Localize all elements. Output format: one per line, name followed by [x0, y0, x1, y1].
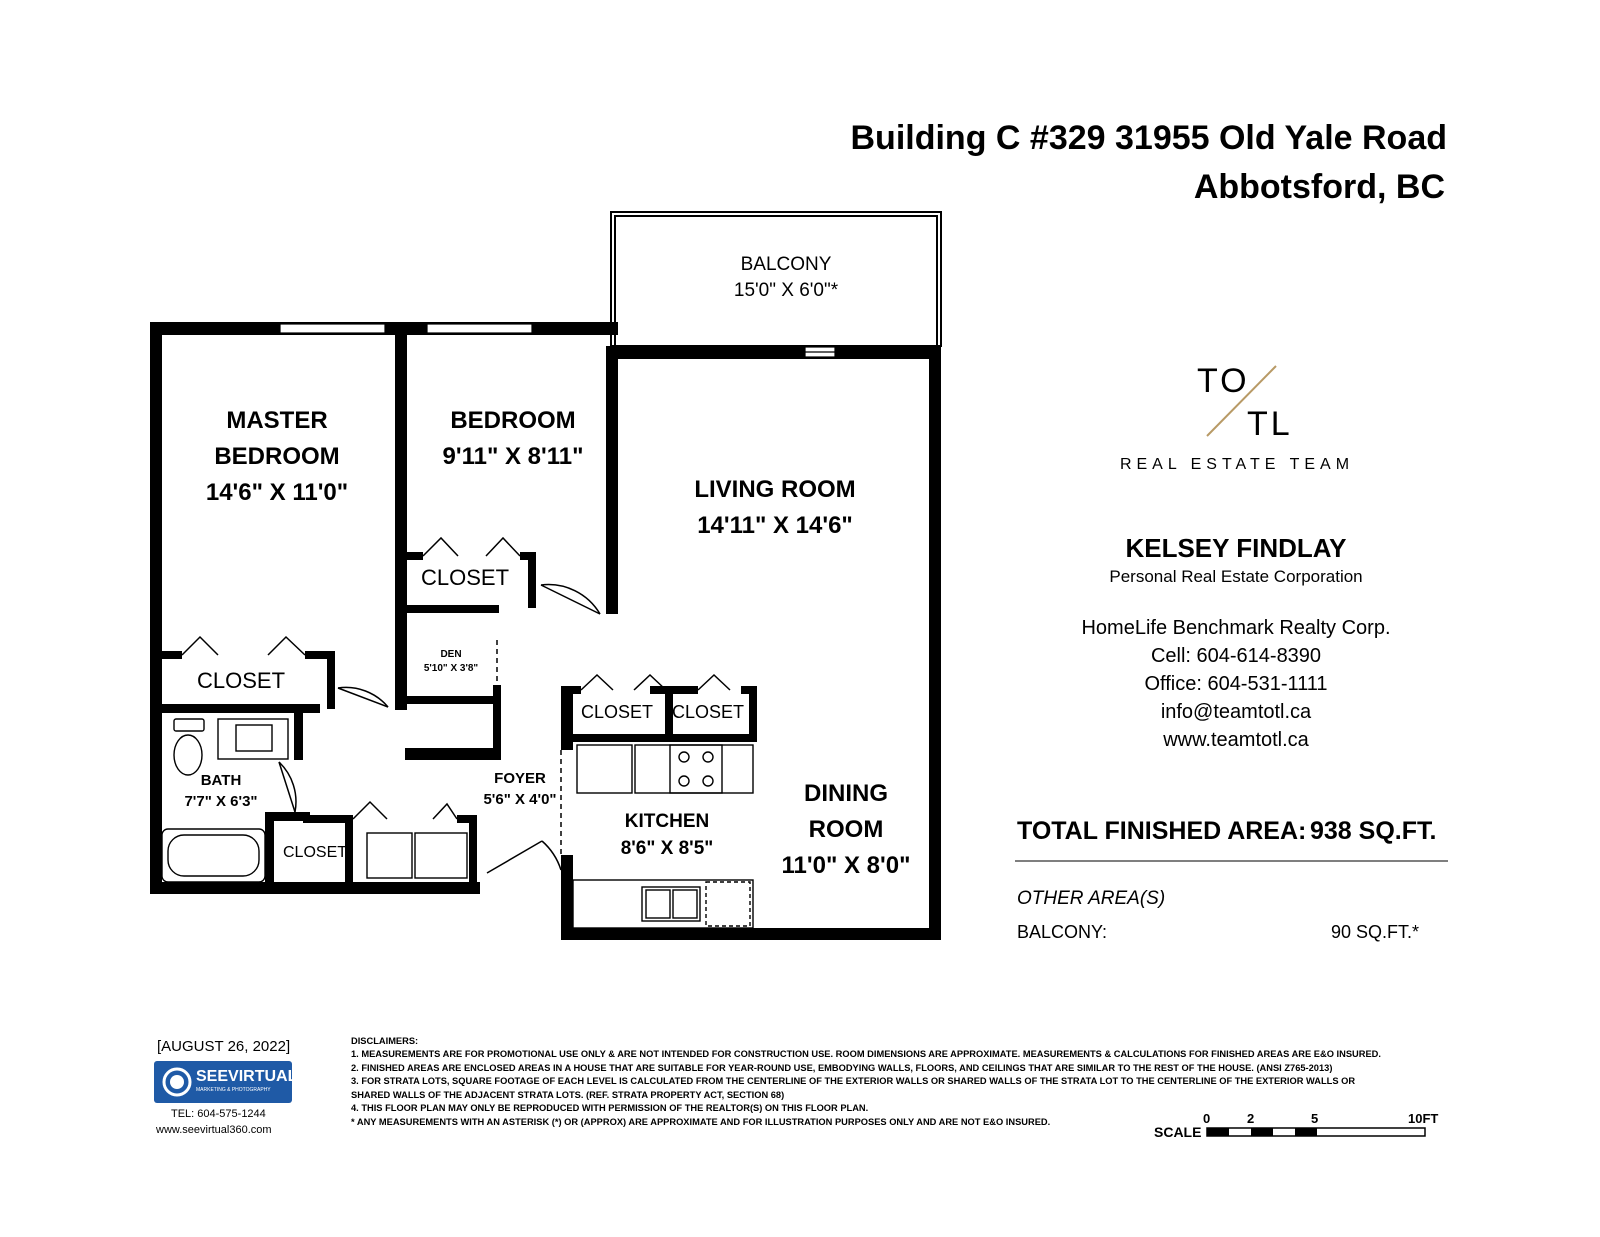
total-area-label: TOTAL FINISHED AREA:: [1017, 817, 1307, 845]
scale-tick-2: 2: [1247, 1111, 1255, 1126]
other-area-label: OTHER AREA(S): [1017, 888, 1166, 909]
foyer-dims: 5'6" X 4'0": [483, 791, 557, 808]
disclaimer-4: 4. THIS FLOOR PLAN MAY ONLY BE REPRODUCE…: [351, 1103, 869, 1114]
scale-tick-10: 10FT: [1408, 1111, 1439, 1126]
logo-to: TO: [1197, 362, 1250, 400]
bath-name: BATH: [200, 772, 242, 789]
fixtures: [161, 718, 754, 929]
scale-label: SCALE: [1154, 1124, 1202, 1140]
living-room-name: LIVING ROOM: [694, 476, 856, 503]
agent-email[interactable]: info@teamtotl.ca: [1160, 701, 1312, 723]
disclaimer-3b: SHARED WALLS OF THE ADJACENT STRATA LOTS…: [351, 1089, 785, 1100]
windows: [279, 323, 836, 358]
balcony-name: BALCONY: [740, 254, 832, 275]
hall-closet-label: CLOSET: [282, 844, 348, 861]
agent-cell: Cell: 604-614-8390: [1150, 645, 1322, 667]
balcony-area-label: BALCONY:: [1017, 922, 1108, 942]
disclaimer-2: 2. FINISHED AREAS ARE ENCLOSED AREAS IN …: [351, 1062, 1333, 1073]
foyer-name: FOYER: [494, 770, 546, 787]
logo-slash-icon: [1206, 365, 1277, 437]
master-bedroom-name-2: BEDROOM: [214, 443, 340, 470]
disclaimers-block: DISCLAIMERS: 1. MEASUREMENTS ARE FOR PRO…: [351, 1035, 1381, 1129]
master-bedroom-dims: 14'6" X 11'0": [205, 479, 349, 506]
address-line-1: Building C #329 31955 Old Yale Road: [850, 119, 1448, 157]
agent-title: Personal Real Estate Corporation: [1109, 567, 1363, 586]
dining-room-name-2: ROOM: [808, 816, 884, 843]
dining-room-name-1: DINING: [804, 780, 888, 807]
agent-website[interactable]: www.teamtotl.ca: [1163, 729, 1309, 751]
bath-dims: 7'7" X 6'3": [184, 793, 258, 810]
kitchen-closet-2-label: CLOSET: [671, 702, 745, 722]
kitchen-name: KITCHEN: [624, 811, 710, 832]
plan-date: [AUGUST 26, 2022]: [157, 1038, 291, 1055]
den-name: DEN: [440, 649, 462, 660]
total-area-value: 938 SQ.FT.: [1310, 817, 1437, 845]
agent-brokerage: HomeLife Benchmark Realty Corp.: [1081, 617, 1391, 639]
walls: [150, 322, 941, 940]
den-opening: [496, 640, 562, 855]
kitchen-closet-1-label: CLOSET: [580, 702, 654, 722]
scale-tick-5: 5: [1311, 1111, 1319, 1126]
balcony-area-value: 90 SQ.FT.*: [1331, 922, 1420, 942]
agent-office: Office: 604-531-1111: [1144, 673, 1328, 695]
bedroom-closet-label: CLOSET: [420, 565, 510, 590]
disclaimers-title: DISCLAIMERS:: [351, 1036, 419, 1046]
seevirtual-logo-tag: MARKETING & PHOTOGRAPHY: [196, 1087, 271, 1093]
disclaimer-3a: 3. FOR STRATA LOTS, SQUARE FOOTAGE OF EA…: [351, 1076, 1356, 1087]
closet-doors: [181, 536, 731, 874]
seevirtual-web[interactable]: www.seevirtual360.com: [156, 1124, 272, 1136]
dining-room-dims: 11'0" X 8'0": [781, 852, 911, 879]
bedroom-dims: 9'11" X 8'11": [442, 443, 584, 470]
master-bedroom-name-1: MASTER: [226, 407, 328, 434]
master-closet-label: CLOSET: [196, 668, 286, 693]
balcony-outline: [610, 211, 942, 347]
seevirtual-tel: TEL: 604-575-1244: [171, 1108, 266, 1120]
disclaimer-5: * ANY MEASUREMENTS WITH AN ASTERISK (*) …: [351, 1116, 1051, 1127]
agent-name: KELSEY FINDLAY: [1125, 533, 1347, 563]
brand-tagline: REAL ESTATE TEAM: [1119, 456, 1355, 473]
bedroom-name: BEDROOM: [450, 407, 576, 434]
balcony-dims: 15'0" X 6'0"*: [733, 280, 839, 301]
den-dims: 5'10" X 3'8": [423, 663, 479, 674]
scale-tick-0: 0: [1203, 1111, 1211, 1126]
address-line-2: Abbotsford, BC: [1193, 168, 1445, 206]
seevirtual-logo: [154, 1061, 292, 1103]
disclaimer-1: 1. MEASUREMENTS ARE FOR PROMOTIONAL USE …: [351, 1049, 1381, 1060]
logo-tl: TL: [1247, 405, 1293, 443]
seevirtual-logo-text: SEEVIRTUAL: [196, 1068, 298, 1085]
kitchen-dims: 8'6" X 8'5": [620, 838, 714, 859]
scale-bar: [1206, 1127, 1426, 1137]
living-room-dims: 14'11" X 14'6": [697, 512, 853, 539]
